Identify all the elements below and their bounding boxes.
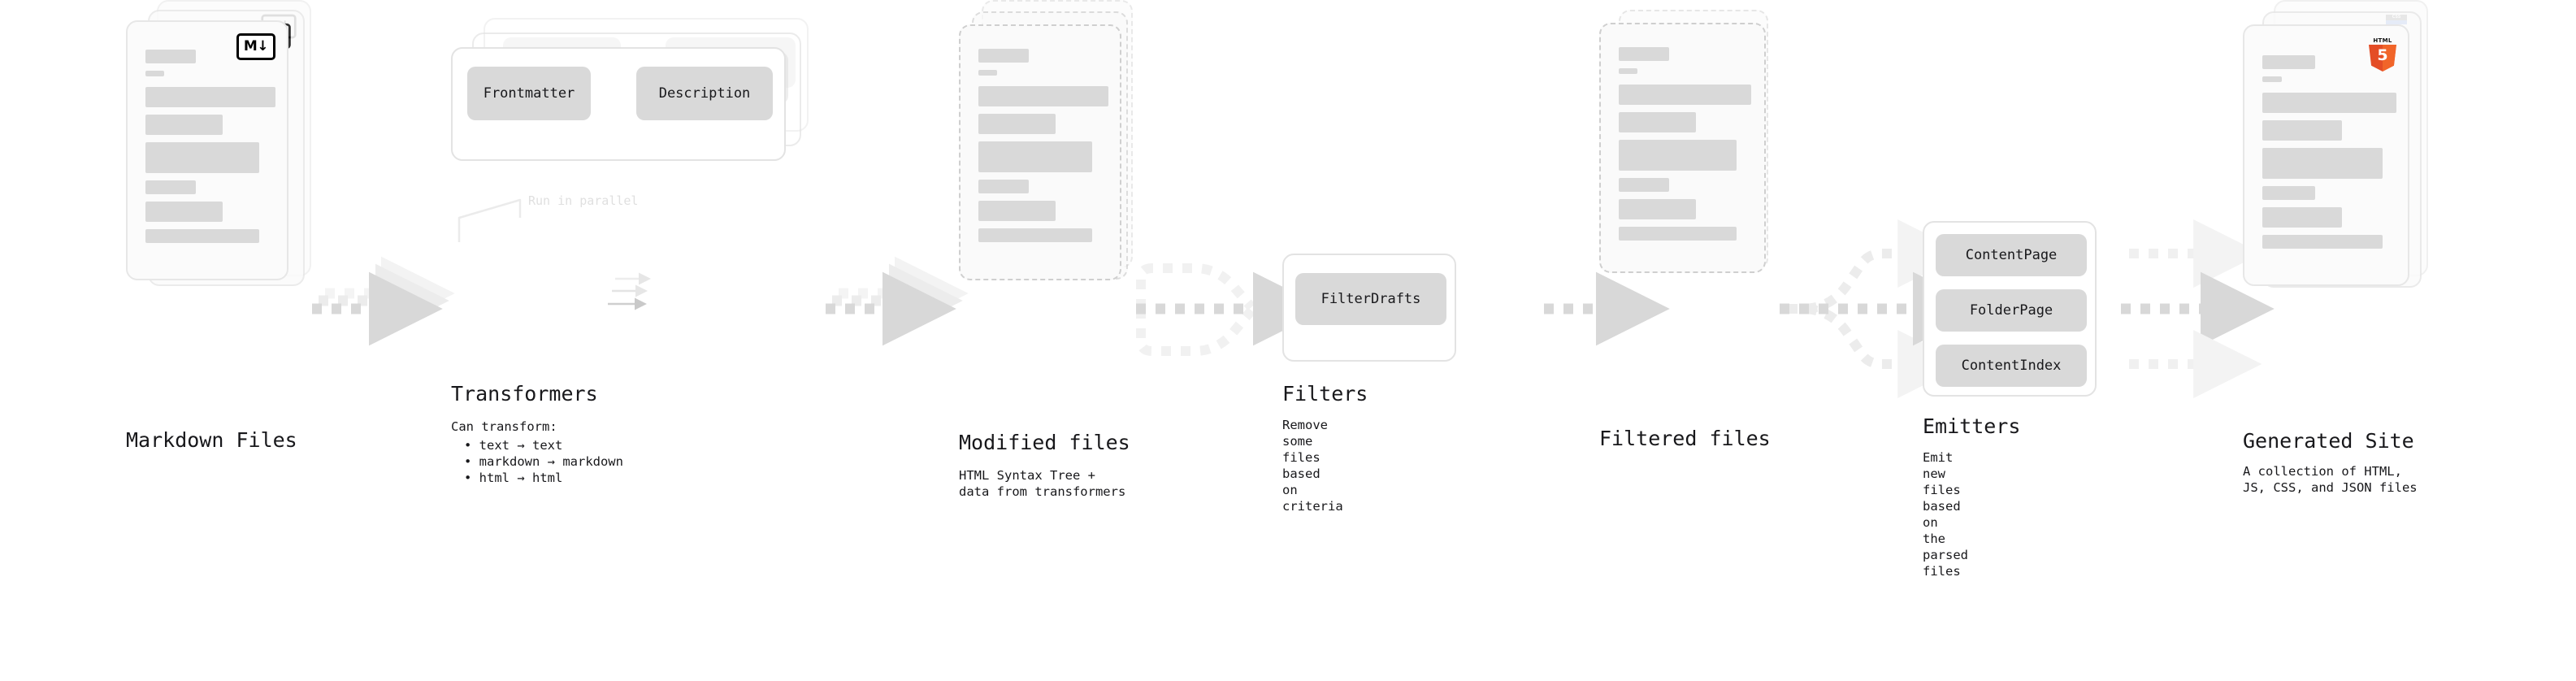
- html5-icon-number: 5: [2377, 46, 2388, 64]
- html5-icon: HTML 5: [2369, 37, 2396, 72]
- transformer-pill-frontmatter[interactable]: Frontmatter: [467, 67, 591, 120]
- connector-filtered-to-emitters: [1780, 219, 1987, 398]
- file-skeleton-lines: [2262, 55, 2396, 256]
- stage-transformers: Run in parallel Frontmatter Description …: [451, 0, 833, 485]
- transformer-pill-description[interactable]: Description: [636, 67, 773, 120]
- skeleton-bar: [145, 87, 275, 107]
- connector-modified-to-filters: [1136, 263, 1327, 356]
- generated-site-file-stack: CSS HTML 5: [2243, 0, 2438, 325]
- skeleton-bar: [978, 141, 1092, 172]
- modified-file-card-front[interactable]: [959, 24, 1121, 280]
- skeleton-bar: [1619, 227, 1737, 241]
- skeleton-bar: [1619, 178, 1669, 192]
- transformer-inner-arrows: [608, 272, 651, 310]
- skeleton-bar: [1619, 199, 1696, 219]
- markdown-icon: M↓: [236, 33, 275, 60]
- skeleton-bar: [1619, 47, 1669, 61]
- generated-file-card-html[interactable]: HTML 5: [2243, 24, 2409, 286]
- stage-title-markdown-files: Markdown Files: [126, 428, 297, 452]
- connector-emitters-to-site: [2121, 219, 2275, 398]
- skeleton-bar: [978, 49, 1029, 63]
- stage-markdown-files: M↓ M↓ M↓: [126, 0, 313, 452]
- skeleton-bar: [145, 71, 164, 76]
- skeleton-bar: [1619, 85, 1751, 105]
- skeleton-bar: [1619, 68, 1637, 74]
- skeleton-bar: [145, 229, 259, 243]
- emitter-pill-contentindex[interactable]: ContentIndex: [1936, 345, 2087, 387]
- skeleton-bar: [978, 180, 1029, 193]
- file-skeleton-lines: [145, 50, 275, 250]
- filter-pill-filterdrafts[interactable]: FilterDrafts: [1295, 273, 1446, 325]
- skeleton-bar: [2262, 186, 2315, 200]
- emitters-box[interactable]: ContentPage FolderPage ContentIndex: [1923, 221, 2097, 397]
- skeleton-bar: [2262, 93, 2396, 113]
- stage-filtered-files: Filtered files: [1599, 0, 1786, 450]
- emitter-pill-contentpage[interactable]: ContentPage: [1936, 234, 2087, 276]
- skeleton-bar: [145, 202, 223, 222]
- filtered-file-card-front[interactable]: [1599, 23, 1766, 273]
- stage-subtitle-filters: Remove some files based on criteria: [1282, 418, 1343, 514]
- file-skeleton-lines: [1619, 47, 1751, 248]
- connector-markdown-to-transformers: [312, 256, 455, 346]
- html5-icon-caption: HTML: [2373, 37, 2392, 44]
- skeleton-bar: [978, 228, 1092, 242]
- list-item: markdown → markdown: [464, 453, 623, 470]
- skeleton-bar: [978, 86, 1108, 106]
- list-item: text → text: [464, 437, 623, 453]
- transformer-capability-list: text → text markdown → markdown html → h…: [451, 437, 623, 486]
- skeleton-bar: [2262, 55, 2315, 69]
- filtered-file-stack: [1599, 0, 1786, 325]
- stage-subtitle-generated-site: A collection of HTML, JS, CSS, and JSON …: [2243, 464, 2418, 495]
- skeleton-bar: [978, 70, 997, 76]
- stage-title-emitters: Emitters: [1923, 414, 2021, 438]
- skeleton-bar: [2262, 235, 2383, 249]
- markdown-file-card-front[interactable]: M↓: [126, 20, 288, 280]
- stage-generated-site: CSS HTML 5: [2243, 0, 2438, 495]
- stage-modified-files: Modified files HTML Syntax Tree + data f…: [959, 0, 1146, 499]
- skeleton-bar: [2262, 207, 2342, 228]
- transformer-box-stack: Frontmatter Description: [451, 0, 833, 195]
- transformer-capability-items: text → text markdown → markdown html → h…: [451, 437, 623, 486]
- stage-title-filters: Filters: [1282, 382, 1368, 406]
- connector-transformers-to-modified: [826, 256, 969, 346]
- list-item: html → html: [464, 470, 623, 486]
- run-in-parallel-label: Run in parallel: [528, 193, 639, 208]
- markdown-file-stack: M↓ M↓ M↓: [126, 0, 313, 325]
- run-in-parallel-bracket: [458, 198, 522, 242]
- stage-title-transformers: Transformers: [451, 382, 598, 406]
- stage-title-filtered-files: Filtered files: [1599, 427, 1771, 450]
- stage-title-generated-site: Generated Site: [2243, 429, 2414, 453]
- skeleton-bar: [978, 201, 1056, 221]
- skeleton-bar: [1619, 140, 1737, 171]
- skeleton-bar: [978, 114, 1056, 134]
- skeleton-bar: [2262, 148, 2383, 179]
- filters-box[interactable]: FilterDrafts: [1282, 254, 1456, 362]
- stage-title-modified-files: Modified files: [959, 431, 1130, 454]
- modified-file-stack: [959, 0, 1146, 325]
- skeleton-bar: [145, 50, 196, 63]
- skeleton-bar: [1619, 112, 1696, 132]
- emitter-pill-folderpage[interactable]: FolderPage: [1936, 289, 2087, 332]
- skeleton-bar: [2262, 120, 2342, 141]
- stage-subtitle-transformers: Can transform:: [451, 419, 557, 434]
- skeleton-bar: [2262, 76, 2282, 82]
- stage-subtitle-emitters: Emit new files based on the parsed files: [1923, 450, 1968, 579]
- transformer-box-front[interactable]: Frontmatter Description: [451, 47, 786, 161]
- stage-subtitle-modified-files: HTML Syntax Tree + data from transformer…: [959, 468, 1126, 499]
- skeleton-bar: [145, 142, 259, 173]
- skeleton-bar: [145, 115, 223, 135]
- skeleton-bar: [145, 180, 196, 194]
- file-skeleton-lines: [978, 49, 1108, 249]
